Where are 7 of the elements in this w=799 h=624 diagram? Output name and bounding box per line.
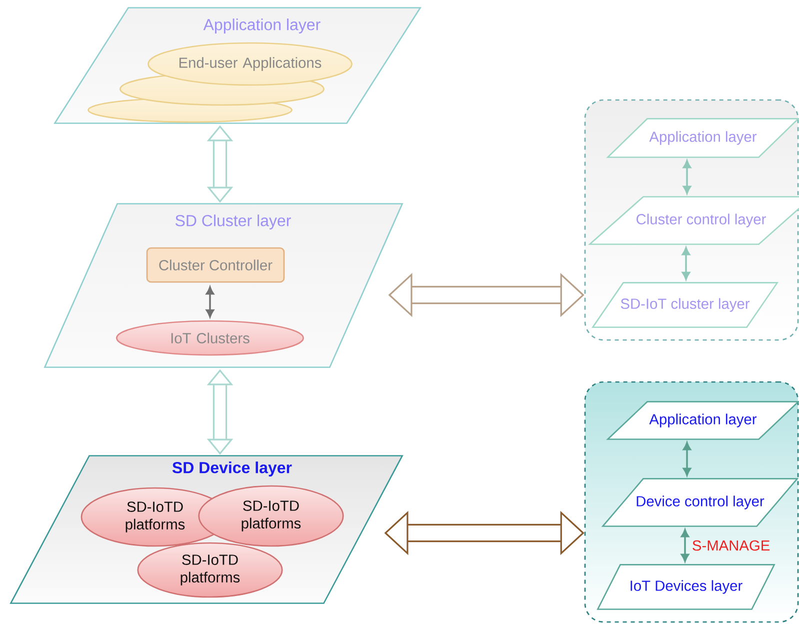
arrow [682, 160, 692, 194]
controller-box: Cluster Controller [146, 247, 285, 283]
edge-label: S-MANAGE [692, 540, 770, 551]
arrow [682, 442, 692, 476]
arrow [680, 529, 690, 562]
arrow [206, 286, 214, 318]
arrow [682, 247, 690, 280]
